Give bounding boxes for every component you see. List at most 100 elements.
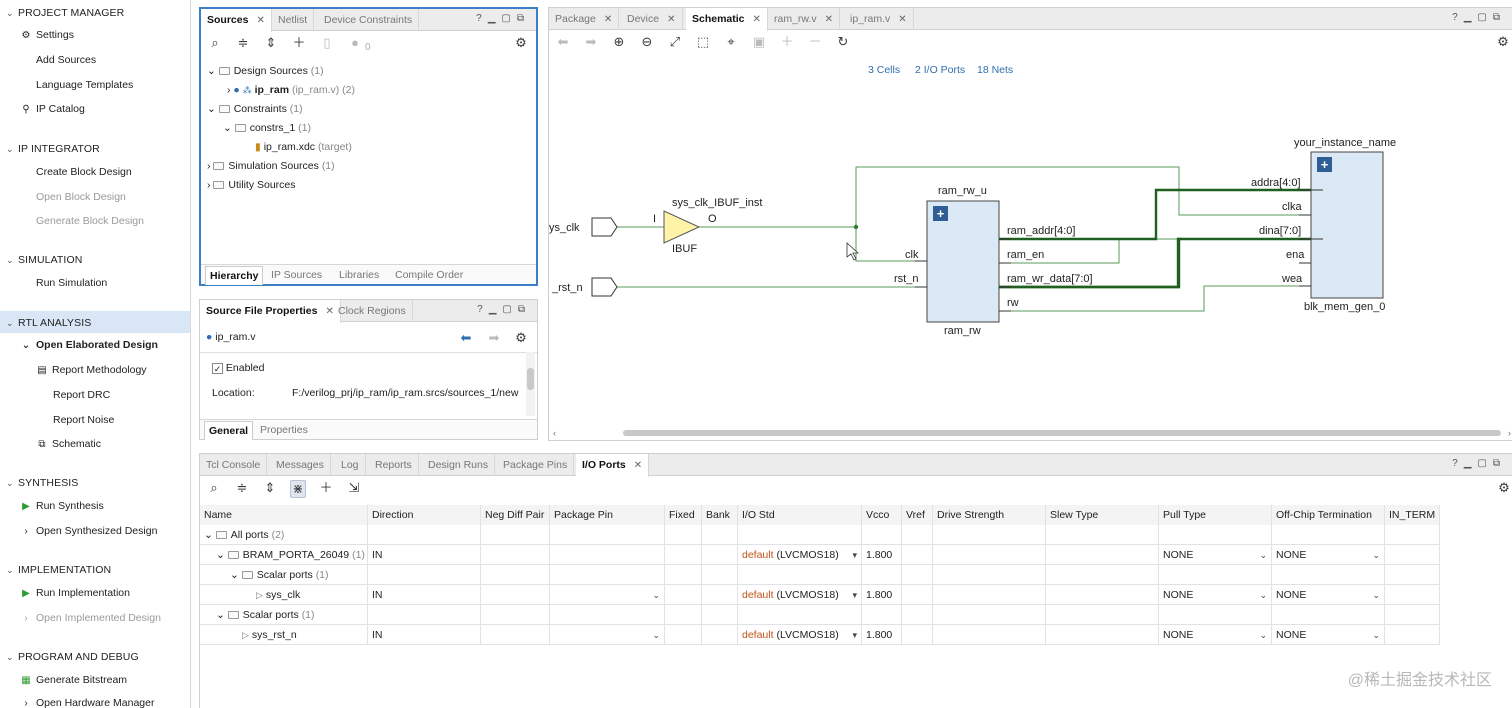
nav-open-block-design[interactable]: Open Block Design bbox=[36, 191, 126, 203]
tab-properties[interactable]: Properties bbox=[260, 424, 308, 436]
tab-clock-regions[interactable]: Clock Regions bbox=[332, 300, 413, 322]
chevron-down-icon[interactable]: ⌄ bbox=[216, 609, 225, 621]
tab-ip-sources[interactable]: IP Sources bbox=[271, 269, 323, 281]
col-vref[interactable]: Vref bbox=[902, 505, 933, 525]
port-sys-rst-n[interactable] bbox=[591, 277, 618, 297]
schematic-canvas[interactable]: + + ys_clk _rst_n sys_clk_IBUF_inst I bbox=[549, 58, 1512, 428]
tree-ip-ram-xdc[interactable]: ▮ ip_ram.xdc (target) bbox=[255, 141, 352, 153]
crosshair-icon[interactable]: ⌖ bbox=[727, 34, 735, 49]
gear-icon[interactable]: ⚙ bbox=[1497, 34, 1509, 49]
table-row[interactable]: ⌄ Scalar ports (1) bbox=[200, 605, 1440, 625]
chevron-down-icon[interactable]: ⌄ bbox=[230, 569, 239, 581]
nav-report-noise[interactable]: Report Noise bbox=[53, 414, 115, 426]
nav-language-templates[interactable]: Language Templates bbox=[36, 79, 134, 91]
table-row[interactable]: ▷ sys_clk IN ⌄ default (LVCMOS18)▾ 1.800… bbox=[200, 585, 1440, 605]
nav-open-elaborated-design[interactable]: ⌄Open Elaborated Design bbox=[21, 339, 158, 351]
nav-create-block-design[interactable]: Create Block Design bbox=[36, 166, 132, 178]
tab-device[interactable]: Device✕ bbox=[621, 8, 683, 30]
expand-plus-icon[interactable] bbox=[1317, 157, 1332, 172]
tab-package-pins[interactable]: Package Pins bbox=[497, 454, 575, 476]
nav-open-synthesized-design[interactable]: ›Open Synthesized Design bbox=[20, 525, 157, 537]
col-drive-strength[interactable]: Drive Strength bbox=[933, 505, 1046, 525]
nav-ip-catalog[interactable]: ⚲IP Catalog bbox=[20, 103, 85, 115]
gear-icon[interactable]: ⚙ bbox=[515, 330, 527, 345]
nav-open-hardware-manager[interactable]: ›Open Hardware Manager bbox=[20, 697, 154, 708]
collapse-all-icon[interactable]: ≑ bbox=[236, 480, 248, 495]
nav-generate-block-design[interactable]: Generate Block Design bbox=[36, 215, 144, 227]
offchip-select[interactable]: NONE⌄ bbox=[1272, 585, 1385, 605]
nav-generate-bitstream[interactable]: ▦Generate Bitstream bbox=[21, 674, 128, 686]
auto-assign-icon[interactable]: ⇲ bbox=[348, 480, 360, 495]
ram-rw-block[interactable] bbox=[926, 200, 1000, 323]
iostd-select[interactable]: default (LVCMOS18)▾ bbox=[738, 625, 862, 645]
scroll-thumb[interactable] bbox=[623, 430, 1501, 436]
chevron-down-icon[interactable]: ⌄ bbox=[216, 549, 225, 561]
scroll-left-icon[interactable]: ‹ bbox=[553, 428, 556, 438]
window-controls[interactable]: ?▁▢⧉ bbox=[477, 304, 531, 315]
zoom-out-icon[interactable]: ⊖ bbox=[641, 34, 653, 49]
pull-type-select[interactable]: NONE⌄ bbox=[1159, 545, 1272, 565]
tree-constraints[interactable]: ⌄ Constraints (1) bbox=[207, 103, 303, 115]
tab-messages[interactable]: Messages bbox=[270, 454, 331, 476]
close-icon[interactable]: ✕ bbox=[824, 14, 833, 25]
nets-link[interactable]: 18 Nets bbox=[977, 64, 1014, 76]
close-icon[interactable]: ✕ bbox=[256, 15, 265, 26]
tab-device-constraints[interactable]: Device Constraints bbox=[318, 9, 420, 31]
gear-icon[interactable]: ⚙ bbox=[515, 35, 527, 50]
tab-ram-rw-v[interactable]: ram_rw.v✕ bbox=[768, 8, 840, 30]
close-icon[interactable]: ✕ bbox=[633, 460, 643, 471]
package-pin-select[interactable]: ⌄ bbox=[550, 625, 665, 645]
col-vcco[interactable]: Vcco bbox=[862, 505, 902, 525]
tree-constrs-1[interactable]: ⌄ constrs_1 (1) bbox=[223, 122, 312, 134]
back-arrow-icon[interactable]: ⬅ bbox=[460, 330, 472, 345]
window-controls[interactable]: ?▁▢⧉ bbox=[1452, 12, 1506, 23]
section-project-manager[interactable]: ⌄PROJECT MANAGER bbox=[6, 7, 125, 19]
gear-icon[interactable]: ⚙ bbox=[1498, 480, 1510, 495]
cells-link[interactable]: 3 Cells bbox=[868, 64, 901, 76]
section-implementation[interactable]: ⌄IMPLEMENTATION bbox=[6, 564, 112, 576]
enabled-checkbox[interactable]: ✓ Enabled bbox=[212, 362, 265, 374]
tab-design-runs[interactable]: Design Runs bbox=[422, 454, 496, 476]
tree-ip-ram[interactable]: › ● ⁂ ip_ram (ip_ram.v) (2) bbox=[227, 84, 355, 96]
tab-hierarchy[interactable]: Hierarchy bbox=[205, 266, 264, 285]
nav-report-drc[interactable]: Report DRC bbox=[53, 389, 111, 401]
section-program-and-debug[interactable]: ⌄PROGRAM AND DEBUG bbox=[6, 651, 139, 663]
nav-add-sources[interactable]: Add Sources bbox=[36, 54, 97, 66]
col-pull-type[interactable]: Pull Type bbox=[1159, 505, 1272, 525]
table-row[interactable]: ⌄ Scalar ports (1) bbox=[200, 565, 1440, 585]
forward-arrow-icon[interactable]: ➡ bbox=[488, 330, 500, 345]
nav-run-implementation[interactable]: ▶Run Implementation bbox=[20, 587, 130, 599]
close-icon[interactable]: ✕ bbox=[325, 306, 334, 317]
table-row[interactable]: ▷ sys_rst_n IN ⌄ default (LVCMOS18)▾ 1.8… bbox=[200, 625, 1440, 645]
add-icon[interactable]: ＋ bbox=[319, 480, 333, 495]
ibuf-symbol[interactable] bbox=[663, 210, 701, 244]
tab-io-ports[interactable]: I/O Ports✕ bbox=[576, 454, 650, 477]
col-direction[interactable]: Direction bbox=[368, 505, 481, 525]
schematic-hscrollbar[interactable]: ‹ › bbox=[553, 428, 1511, 438]
tab-reports[interactable]: Reports bbox=[369, 454, 419, 476]
tab-tcl-console[interactable]: Tcl Console bbox=[200, 454, 268, 476]
tab-sources[interactable]: Sources✕ bbox=[201, 9, 272, 32]
search-icon[interactable]: ⌕ bbox=[210, 480, 218, 495]
file-icon[interactable]: ▯ bbox=[323, 35, 331, 50]
col-slew-type[interactable]: Slew Type bbox=[1046, 505, 1159, 525]
refresh-icon[interactable]: ↻ bbox=[837, 34, 849, 49]
add-icon[interactable]: ＋ bbox=[292, 35, 306, 50]
fit-view-icon[interactable]: ⤢ bbox=[669, 34, 681, 49]
forward-arrow-icon[interactable]: ➡ bbox=[585, 34, 597, 49]
io-ports-link[interactable]: 2 I/O Ports bbox=[915, 64, 966, 76]
section-rtl-analysis[interactable]: ⌄RTL ANALYSIS bbox=[6, 317, 92, 329]
pull-type-select[interactable]: NONE⌄ bbox=[1159, 585, 1272, 605]
blk-mem-gen-block[interactable] bbox=[1310, 151, 1384, 299]
tab-package[interactable]: Package✕ bbox=[549, 8, 620, 30]
col-package-pin[interactable]: Package Pin bbox=[550, 505, 665, 525]
col-neg-diff-pair[interactable]: Neg Diff Pair bbox=[481, 505, 550, 525]
col-in-term[interactable]: IN_TERM bbox=[1385, 505, 1440, 525]
tab-log[interactable]: Log bbox=[335, 454, 366, 476]
window-controls[interactable]: ?▁▢⧉ bbox=[1452, 458, 1506, 469]
tree-design-sources[interactable]: ⌄ Design Sources (1) bbox=[207, 65, 324, 77]
table-row[interactable]: ⌄ BRAM_PORTA_26049 (1) IN default (LVCMO… bbox=[200, 545, 1440, 565]
section-synthesis[interactable]: ⌄SYNTHESIS bbox=[6, 477, 79, 489]
close-icon[interactable]: ✕ bbox=[667, 14, 676, 25]
tree-simulation-sources[interactable]: › Simulation Sources (1) bbox=[207, 160, 335, 172]
